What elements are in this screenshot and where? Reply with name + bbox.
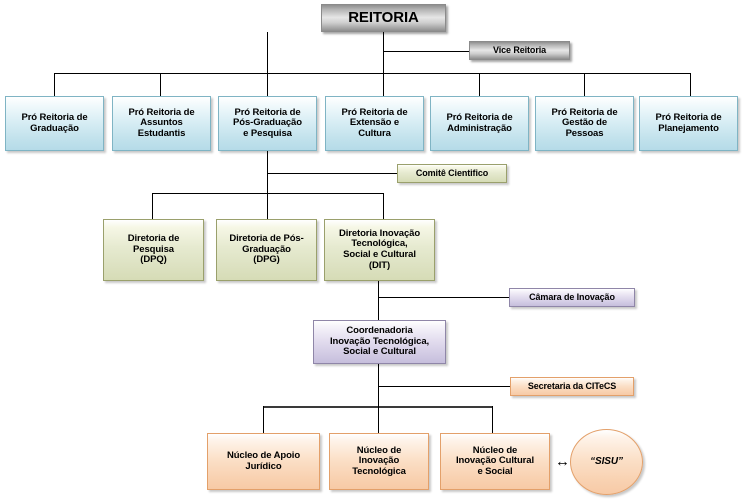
node-diretoria-inovacao-tecnologica[interactable]: Diretoria Inovação Tecnológica, Social e… xyxy=(324,219,435,281)
node-nucleo-apoio-juridico[interactable]: Núcleo de Apoio Jurídico xyxy=(207,433,320,490)
node-pro-reitoria-administracao[interactable]: Pró Reitoria de Administração xyxy=(430,96,529,151)
connector-comite-horizontal xyxy=(267,173,397,174)
connector-drop-nucleo-2 xyxy=(378,406,379,436)
node-comite-cientifico-label: Comitê Cientifico xyxy=(415,168,489,179)
node-sisu[interactable]: “SISU” xyxy=(570,429,643,495)
node-pro-reitoria-administracao-label: Pró Reitoria de Administração xyxy=(446,111,513,134)
node-reitoria[interactable]: REITORIA xyxy=(321,4,446,32)
connector-drop-pr-5 xyxy=(479,73,480,96)
node-reitoria-label: REITORIA xyxy=(348,8,419,26)
node-pro-reitoria-assuntos-estudantis-label: Pró Reitoria de Assuntos Estudantis xyxy=(128,106,195,139)
node-coordenadoria-label: Coordenadoria Inovação Tecnológica, Soci… xyxy=(329,325,430,358)
node-comite-cientifico[interactable]: Comitê Cientifico xyxy=(397,164,507,183)
connector-camara-horizontal xyxy=(378,297,509,298)
node-diretoria-pos-graduacao[interactable]: Diretoria de Pós- Graduação (DPG) xyxy=(216,219,317,281)
connector-reitoria-stem-main xyxy=(383,32,384,73)
node-pro-reitoria-graduacao-label: Pró Reitoria de Graduação xyxy=(21,111,88,134)
connector-vice-horizontal xyxy=(383,51,469,52)
node-diretoria-pos-graduacao-label: Diretoria de Pós- Graduação (DPG) xyxy=(229,233,304,266)
node-diretoria-pesquisa[interactable]: Diretoria de Pesquisa (DPQ) xyxy=(103,219,204,281)
connector-drop-pr-2 xyxy=(160,73,161,96)
connector-dit-stem xyxy=(378,281,379,321)
node-sisu-label: “SISU” xyxy=(590,456,623,468)
node-pro-reitoria-gestao-pessoas[interactable]: Pró Reitoria de Gestão de Pessoas xyxy=(535,96,634,151)
node-pro-reitoria-assuntos-estudantis[interactable]: Pró Reitoria de Assuntos Estudantis xyxy=(112,96,211,151)
node-pro-reitoria-extensao-cultura-label: Pró Reitoria de Extensão e Cultura xyxy=(341,106,408,139)
connector-pro-reitoria-bus xyxy=(54,73,691,74)
connector-reitoria-stem xyxy=(267,32,268,73)
connector-pos-graduacao-stem xyxy=(267,151,268,223)
node-pro-reitoria-extensao-cultura[interactable]: Pró Reitoria de Extensão e Cultura xyxy=(325,96,424,151)
node-nucleo-apoio-juridico-label: Núcleo de Apoio Jurídico xyxy=(226,449,301,472)
node-vice-reitoria[interactable]: Vice Reitoria xyxy=(469,41,570,60)
node-secretaria-citecs-label: Secretaria da CITeCS xyxy=(527,381,617,392)
connector-secretaria-horizontal xyxy=(378,386,510,387)
node-pro-reitoria-pos-graduacao-pesquisa-label: Pró Reitoria de Pós-Graduação e Pesquisa xyxy=(233,106,302,139)
node-pro-reitoria-planejamento-label: Pró Reitoria de Planejamento xyxy=(655,111,722,134)
connector-coordenadoria-stem xyxy=(378,364,379,442)
connector-drop-nucleo-3 xyxy=(492,406,493,436)
node-nucleo-inovacao-cultural-social[interactable]: Núcleo de Inovação Cultural e Social xyxy=(440,433,550,490)
connector-drop-pr-7 xyxy=(690,73,691,96)
node-vice-reitoria-label: Vice Reitoria xyxy=(492,45,547,56)
node-nucleo-inovacao-tecnologica[interactable]: Núcleo de Inovação Tecnológica xyxy=(329,433,429,490)
connector-drop-dir-3 xyxy=(383,193,384,223)
node-nucleo-inovacao-cultural-social-label: Núcleo de Inovação Cultural e Social xyxy=(455,444,534,477)
double-arrow-icon: ↔ xyxy=(555,452,570,470)
node-diretoria-inovacao-tecnologica-label: Diretoria Inovação Tecnológica, Social e… xyxy=(338,227,421,271)
connector-drop-pr-1 xyxy=(54,73,55,96)
node-nucleo-inovacao-tecnologica-label: Núcleo de Inovação Tecnológica xyxy=(352,444,406,477)
node-camara-inovacao-label: Câmara de Inovação xyxy=(529,292,615,303)
node-pro-reitoria-planejamento[interactable]: Pró Reitoria de Planejamento xyxy=(639,96,738,151)
connector-drop-dir-2 xyxy=(267,193,268,223)
node-pro-reitoria-graduacao[interactable]: Pró Reitoria de Graduação xyxy=(5,96,104,151)
connector-drop-pr-3 xyxy=(267,73,268,96)
connector-drop-pr-6 xyxy=(584,73,585,96)
node-pro-reitoria-gestao-pessoas-label: Pró Reitoria de Gestão de Pessoas xyxy=(551,106,618,139)
node-diretoria-pesquisa-label: Diretoria de Pesquisa (DPQ) xyxy=(127,233,180,266)
node-secretaria-citecs[interactable]: Secretaria da CITeCS xyxy=(510,377,634,396)
node-camara-inovacao[interactable]: Câmara de Inovação xyxy=(509,288,635,307)
node-pro-reitoria-pos-graduacao-pesquisa[interactable]: Pró Reitoria de Pós-Graduação e Pesquisa xyxy=(218,96,317,151)
connector-drop-dir-1 xyxy=(152,193,153,223)
node-coordenadoria[interactable]: Coordenadoria Inovação Tecnológica, Soci… xyxy=(313,320,446,364)
connector-drop-nucleo-1 xyxy=(263,406,264,436)
connector-drop-pr-4 xyxy=(383,73,384,96)
